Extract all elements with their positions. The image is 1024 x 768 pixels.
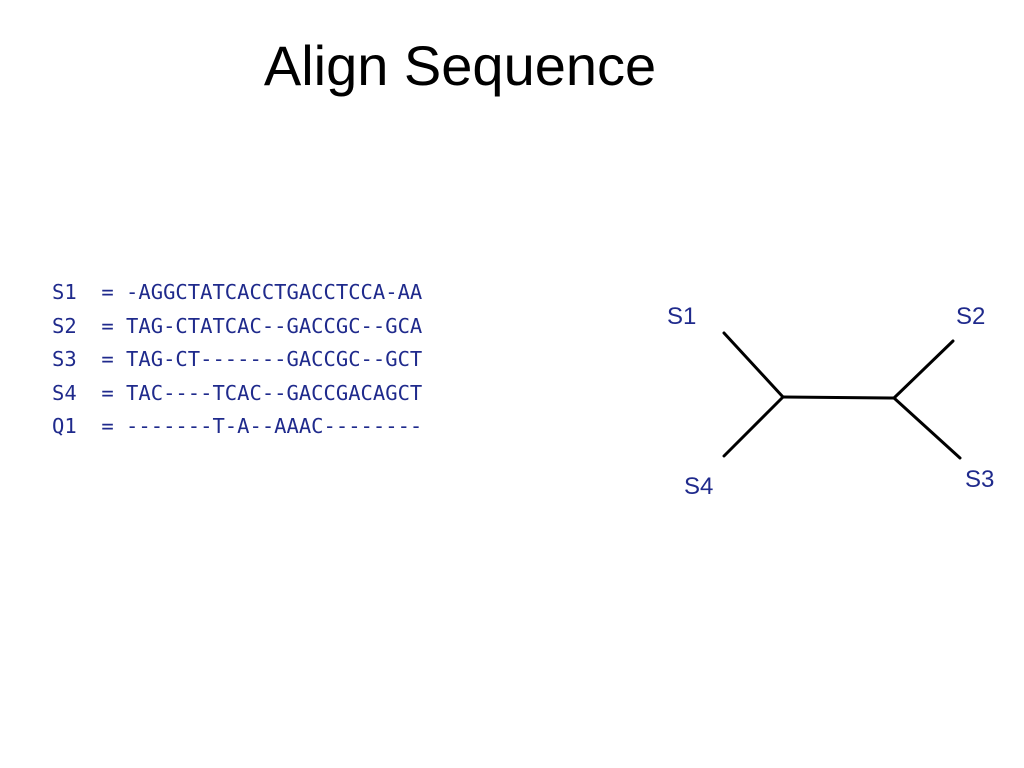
alignment-row-s2: S2 = TAG-CTATCAC--GACCGC--GCA (52, 313, 423, 338)
alignment-row-s3: S3 = TAG-CT-------GACCGC--GCT (52, 347, 423, 371)
alignment-row-q1: Q1 = -------T-A--AAAC-------- (52, 414, 423, 438)
tree-branch-s3 (892, 396, 962, 460)
tree-label-s2: S2 (956, 303, 985, 330)
sequence-alignment: S1 = -AGGCTATCACCTGACCTCCA-AA S2 = TAG-C… (52, 276, 422, 444)
tree-label-s4: S4 (684, 473, 713, 500)
tree-label-s3: S3 (965, 466, 994, 493)
tree-internal-branch (781, 395, 896, 400)
page-title: Align Sequence (263, 34, 657, 97)
tree-label-s1: S1 (667, 303, 696, 330)
tree-branch-s2 (892, 339, 955, 400)
tree-branch-s1 (722, 331, 785, 399)
alignment-row-s1: S1 = -AGGCTATCACCTGACCTCCA-AA (52, 280, 423, 304)
tree-branch-s4 (722, 395, 785, 458)
alignment-row-s4: S4 = TAC----TCAC--GACCGACAGCT (52, 380, 423, 405)
